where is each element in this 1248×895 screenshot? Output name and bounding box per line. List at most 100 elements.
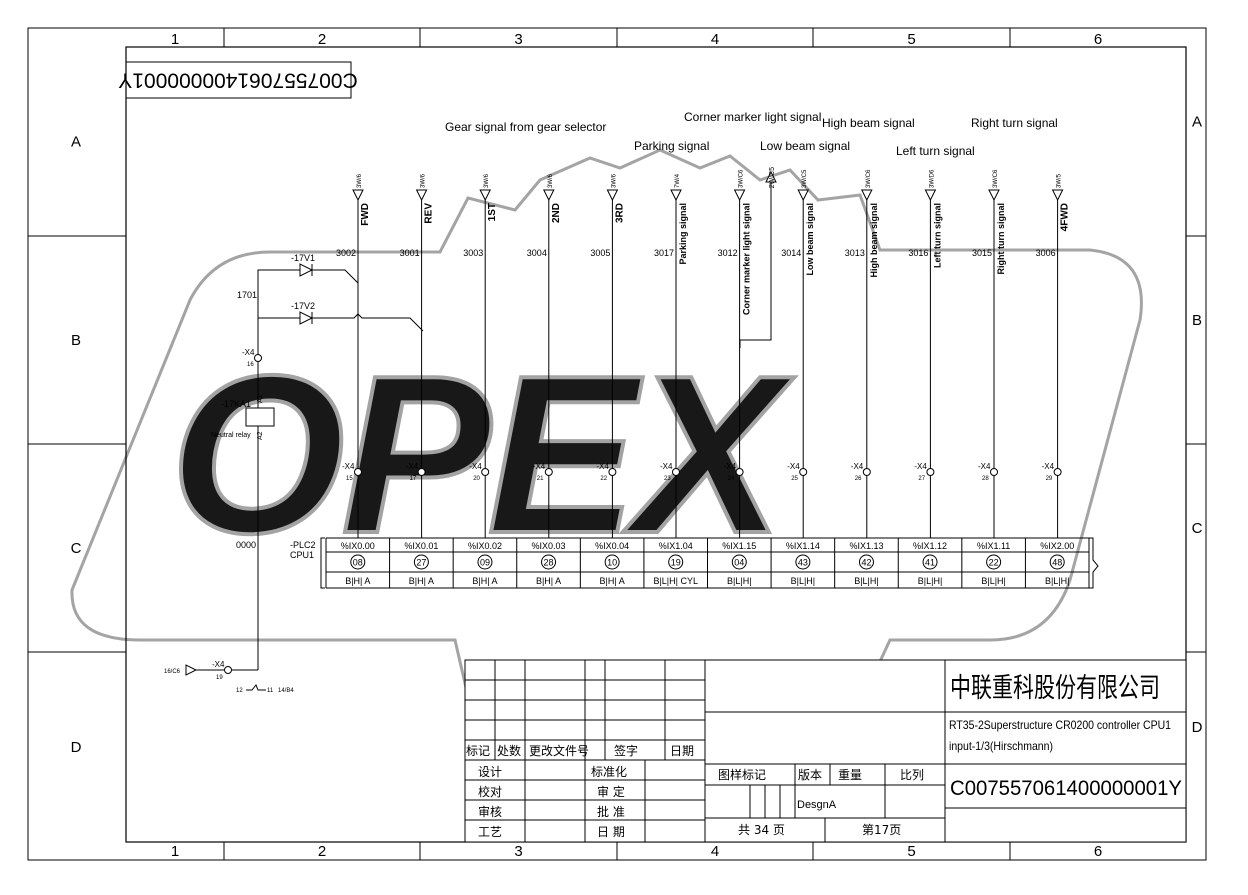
terminal-point [481, 468, 490, 476]
channel-ref: 3W/6 [484, 173, 490, 188]
terminal-number: 15 [346, 476, 353, 482]
row-label-B-left: B [71, 332, 81, 349]
terminal-number: 26 [855, 476, 862, 482]
column-label-1-top: 1 [171, 31, 179, 48]
signal-arrow [352, 189, 364, 202]
row-label-C-left: C [71, 540, 82, 557]
terminal-point [862, 468, 871, 476]
channel-ref: 3W/6 [421, 173, 427, 188]
signal-name: 4FWD [1060, 203, 1071, 231]
rev-header-mark: 标记 [466, 744, 490, 758]
terminal-point [608, 468, 617, 476]
plc-pin: 41 [925, 558, 935, 568]
plc-type: B|H| A [536, 576, 561, 586]
channel-ref: 7W/4 [675, 173, 681, 188]
plc-address: %IX0.00 [341, 541, 375, 551]
row-label-A-left: A [71, 134, 81, 151]
wire-number: 3005 [590, 248, 610, 258]
contact-ref: 14/B4 [278, 688, 294, 694]
plc-address: %IX0.04 [595, 541, 629, 551]
signal-arrow [606, 189, 619, 202]
plc-pin: 09 [480, 558, 490, 568]
corner-feedback-arrow: 2W/C5 [739, 167, 777, 348]
signal-name: Parking signal [678, 203, 688, 265]
wire-number: 3015 [972, 248, 992, 258]
x4-19-pin: 19 [216, 675, 223, 681]
plc-pin: 28 [544, 558, 554, 568]
scale-header: 比列 [900, 768, 924, 782]
plc-pin-circle [477, 554, 493, 570]
weight-header: 重量 [838, 768, 862, 782]
label-left-turn-signal: Left turn signal [896, 144, 975, 158]
plc-type: B|H| A [409, 576, 434, 586]
plc-pin-circle [604, 554, 620, 570]
terminal-number: 17 [410, 476, 417, 482]
row-label-A-right: A [1192, 114, 1202, 131]
terminal-number: 27 [918, 476, 925, 482]
signal-arrow [860, 189, 873, 202]
plc-address: %IX1.04 [659, 541, 693, 551]
diode-17v1-label: -17V1 [291, 253, 315, 263]
plc-type: B|H| A [600, 576, 625, 586]
channel-ref: 3W/D6 [929, 169, 935, 188]
label-corner-marker-signal: Corner marker light signal [684, 110, 821, 124]
version-value: DesgnA [797, 799, 837, 811]
plc-type: B|L|H| CYL [653, 576, 698, 586]
rev-header-date: 日期 [670, 744, 694, 758]
terminal-point [417, 468, 426, 476]
role-ratify: 批 准 [597, 804, 625, 819]
signal-arrow [733, 189, 746, 202]
role-approve: 审 定 [597, 784, 625, 799]
channel-ref: 3W/6 [548, 173, 554, 188]
terminal-strip: -X4 [660, 462, 673, 471]
wire-number: 3003 [463, 248, 483, 258]
plc-type: B|L|H| [1045, 576, 1070, 586]
frame-grid [28, 28, 1206, 860]
sample-mark: 图样标记 [718, 767, 766, 782]
version-header: 版本 [798, 768, 822, 782]
signal-arrow [988, 189, 1000, 202]
role-check: 校对 [478, 784, 502, 799]
title-block: 标记 处数 更改文件号 签字 日期 设计 校对 审核 工艺 标准化 审 定 批 … [464, 659, 1187, 843]
terminal-number: 24 [728, 476, 735, 482]
terminal-number: 22 [600, 476, 607, 482]
watermark-text: OPEX [170, 328, 795, 580]
signal-arrow [670, 189, 682, 202]
relay-a2: A2 [257, 431, 264, 440]
role-process: 工艺 [478, 825, 502, 839]
wire-number: 3013 [845, 248, 865, 258]
plc-pin-circle [413, 554, 429, 570]
signal-arrow [479, 189, 492, 202]
terminal-strip: -X4 [596, 462, 609, 471]
plc-pin: 43 [798, 558, 808, 568]
description-line1: RT35-2Superstructure CR0200 controller C… [949, 718, 1171, 732]
neutral-relay-circuit: -17V1 -17V2 1701 -X4 16 -17KA1 A1 A2 Neu… [164, 253, 424, 694]
terminal-strip: -X4 [914, 462, 927, 471]
role-standard: 标准化 [591, 765, 627, 779]
role-design: 设计 [478, 765, 502, 779]
plc-pin: 19 [671, 558, 681, 568]
signal-arrow [924, 189, 937, 202]
signal-arrow [415, 189, 428, 202]
plc-address: %IX1.12 [913, 541, 947, 551]
channel-ref: 3W/5 [1057, 173, 1063, 188]
plc-pin-circle [795, 554, 811, 570]
terminal-number: 23 [664, 476, 671, 482]
plc-type: B|L|H| [791, 576, 816, 586]
row-label-D-left: D [71, 739, 82, 756]
total-pages: 共 34 页 [738, 823, 785, 837]
signal-name: 1ST [487, 203, 498, 221]
rev-header-sign: 签字 [614, 743, 638, 758]
terminal-strip: -X4 [978, 462, 991, 471]
column-label-4-top: 4 [711, 31, 719, 48]
channel-ref: 3W/C6 [739, 169, 745, 188]
plc-pin-circle [350, 554, 366, 570]
channel-ref: 3W/C6 [866, 169, 872, 188]
x4-19-label: -X4 [212, 660, 225, 669]
